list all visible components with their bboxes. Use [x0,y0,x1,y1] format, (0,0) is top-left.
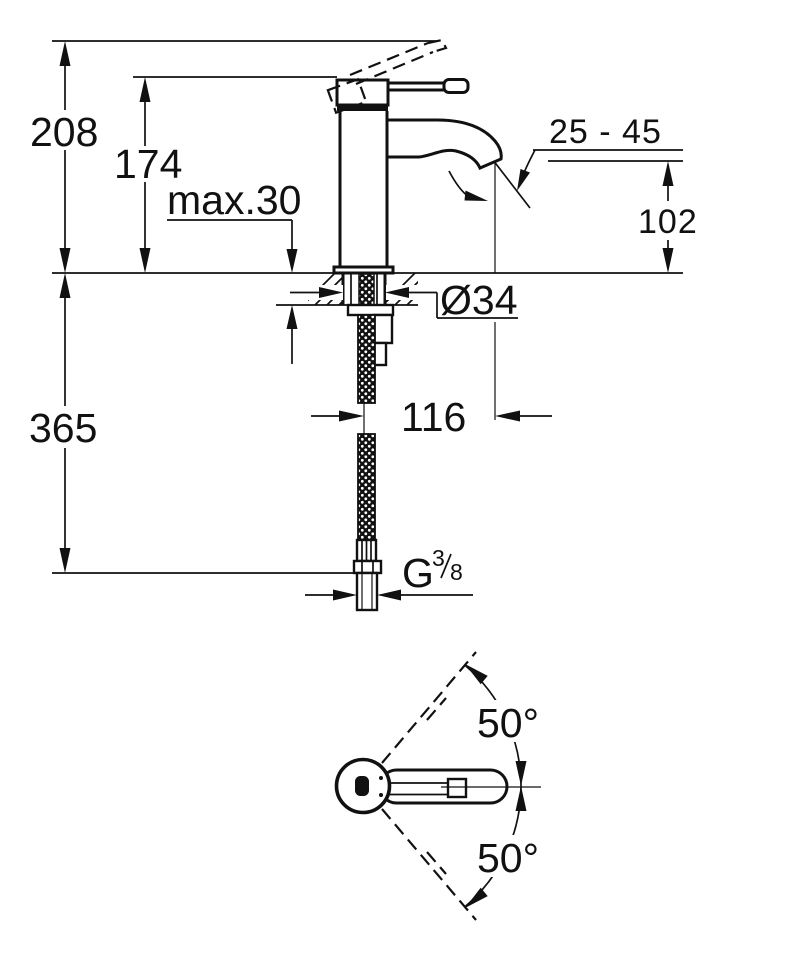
aerator-direction-line [492,159,531,209]
hose-nut [352,559,383,575]
lever-handle [386,78,470,94]
spout [385,118,503,170]
dim-174-label: 174 [114,141,182,187]
body-plan-view [334,757,392,815]
dimension-hole-diameter: Ø34 [290,277,518,323]
mounting-stud-upper [372,313,394,345]
faucet-body [326,38,503,275]
top-view: 50° 50° [334,651,546,921]
dim-25-45-label: 25 - 45 [549,113,662,151]
hose-in-shank [358,273,375,307]
cartridge-ring [337,105,388,111]
thread-denominator: 8 [450,559,463,585]
dim-o34-label: Ø34 [440,277,518,323]
swivel-angle-lower: 50° [474,835,546,881]
thread-g-label: G [402,550,434,596]
base-flange [332,265,395,275]
swivel-position-lower-dashed [381,808,477,921]
swivel-lower-label: 50° [477,835,539,881]
handle-grip-mark [446,777,468,799]
detail-dot-bottom [379,793,383,797]
dimension-overall-height: 208 [30,41,98,273]
dimension-thread-size: G 3 8 [305,545,473,601]
dimension-spout-reach: 116 [311,394,552,440]
hose-upper-segment [357,314,376,404]
swivel-angle-upper: 50° [474,700,546,746]
hose-end-fitting [352,538,383,612]
cartridge-mark [355,776,369,796]
dimension-outlet-height: 102 [638,161,698,273]
dimension-aerator-angle: 25 - 45 [448,113,683,209]
hose-lower-segment [357,433,376,541]
flexible-hose [352,314,383,612]
front-view: 208 174 365 max.30 25 [29,38,698,612]
thread-pipe [355,571,379,612]
dim-208-label: 208 [30,109,98,155]
dim-max30-label: max.30 [167,177,301,223]
swivel-upper-label: 50° [477,700,539,746]
deck-mounting [276,273,437,367]
dim-116-label: 116 [401,394,466,440]
dim-365-label: 365 [29,405,97,451]
lever-raised-dashed [326,38,448,115]
dimension-spout-top-height: 174 [114,77,182,273]
detail-dot-top [379,776,383,780]
thread-numerator: 3 [432,545,445,571]
handle-plan-view [378,768,541,805]
dimension-below-deck-length: 365 [29,273,97,573]
dimension-deck-thickness: max.30 [167,177,301,364]
mounting-washer [346,303,395,317]
swivel-position-upper-dashed [381,651,477,764]
dim-102-label: 102 [638,203,698,241]
